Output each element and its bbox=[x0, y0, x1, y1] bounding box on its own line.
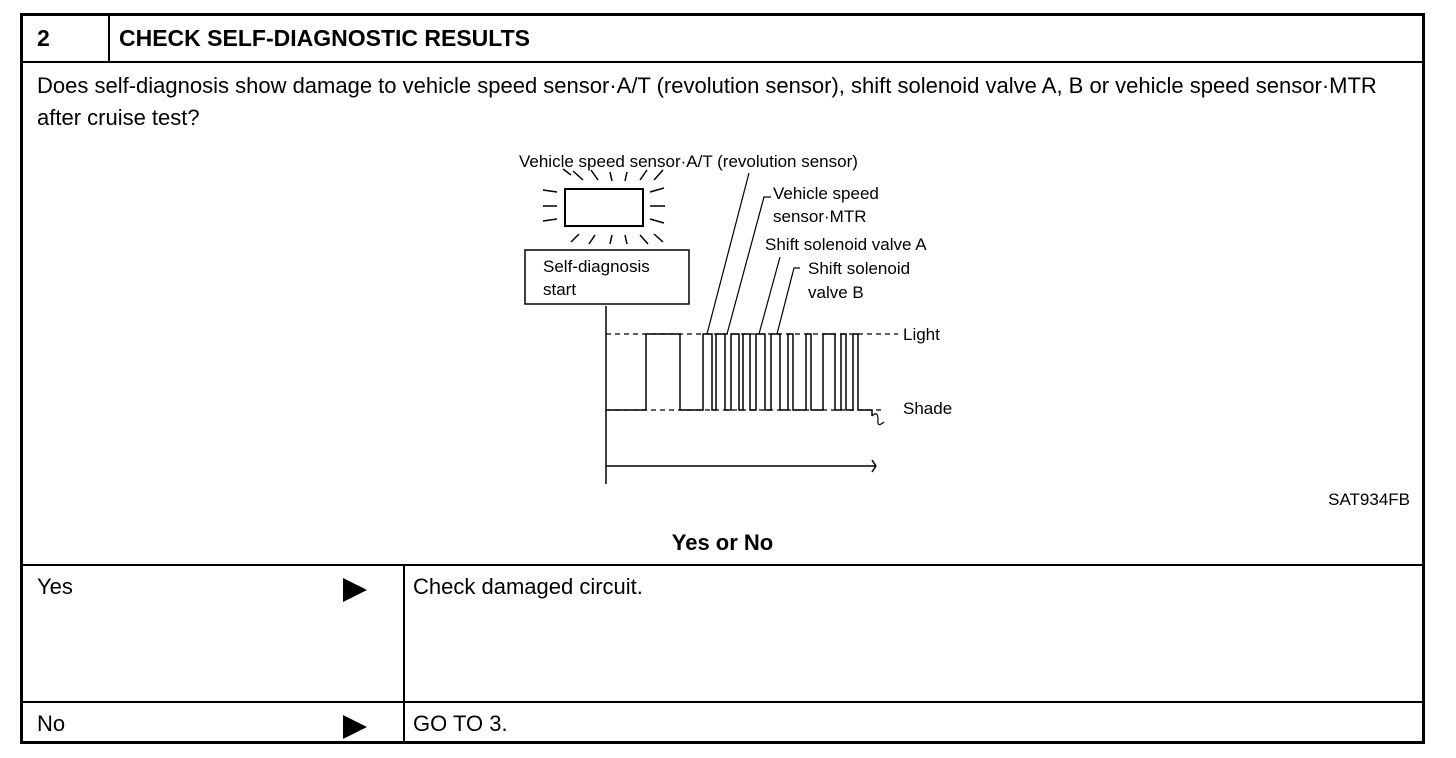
vss-mtr-label-line2: sensor·MTR bbox=[773, 207, 867, 226]
vss-at-label: Vehicle speed sensor·A/T (revolution sen… bbox=[519, 152, 858, 171]
diagnostic-step-table: 2 CHECK SELF-DIAGNOSTIC RESULTS Does sel… bbox=[20, 13, 1425, 744]
diagnosis-waveform bbox=[605, 306, 873, 416]
outcome-answer: No bbox=[37, 711, 66, 736]
diagnostic-question: Does self-diagnosis show damage to vehic… bbox=[37, 73, 1377, 130]
outcome-row-no: No GO TO 3. bbox=[23, 701, 1422, 744]
step-title: CHECK SELF-DIAGNOSTIC RESULTS bbox=[119, 25, 531, 51]
arrow-right-icon bbox=[343, 578, 367, 602]
outcome-answer: Yes bbox=[37, 574, 73, 599]
figure-reference: SAT934FB bbox=[1328, 490, 1410, 509]
time-axis-arrow bbox=[871, 465, 877, 473]
light-label: Light bbox=[903, 325, 940, 344]
level-guides bbox=[606, 333, 898, 411]
shade-leader bbox=[871, 413, 885, 426]
vss-mtr-label-line1: Vehicle speed bbox=[773, 184, 879, 203]
solenoid-b-label-line1: Shift solenoid bbox=[808, 259, 910, 278]
outcome-action: Check damaged circuit. bbox=[413, 574, 643, 599]
outcome-action: GO TO 3. bbox=[413, 711, 508, 736]
step-number: 2 bbox=[23, 16, 110, 61]
start-label-line2: start bbox=[543, 280, 576, 299]
start-label-line1: Self-diagnosis bbox=[543, 257, 650, 276]
self-diagnosis-diagram: Self-diagnosis start Light Shade Vehicle… bbox=[519, 152, 952, 484]
solenoid-b-label-line2: valve B bbox=[808, 283, 864, 302]
decision-prompt: Yes or No bbox=[671, 530, 774, 555]
shade-label: Shade bbox=[903, 399, 952, 418]
start-box bbox=[524, 249, 690, 305]
arrow-right-icon bbox=[343, 715, 367, 739]
column-divider bbox=[403, 566, 405, 701]
column-divider bbox=[403, 703, 405, 744]
indicator-lamp-icon bbox=[542, 168, 665, 245]
outcome-row-yes: Yes Check damaged circuit. bbox=[23, 564, 1422, 701]
step-header: 2 CHECK SELF-DIAGNOSTIC RESULTS bbox=[23, 16, 1422, 63]
solenoid-a-label: Shift solenoid valve A bbox=[765, 235, 927, 254]
time-axis-arrow bbox=[871, 459, 877, 467]
callout-leaders bbox=[706, 172, 800, 335]
